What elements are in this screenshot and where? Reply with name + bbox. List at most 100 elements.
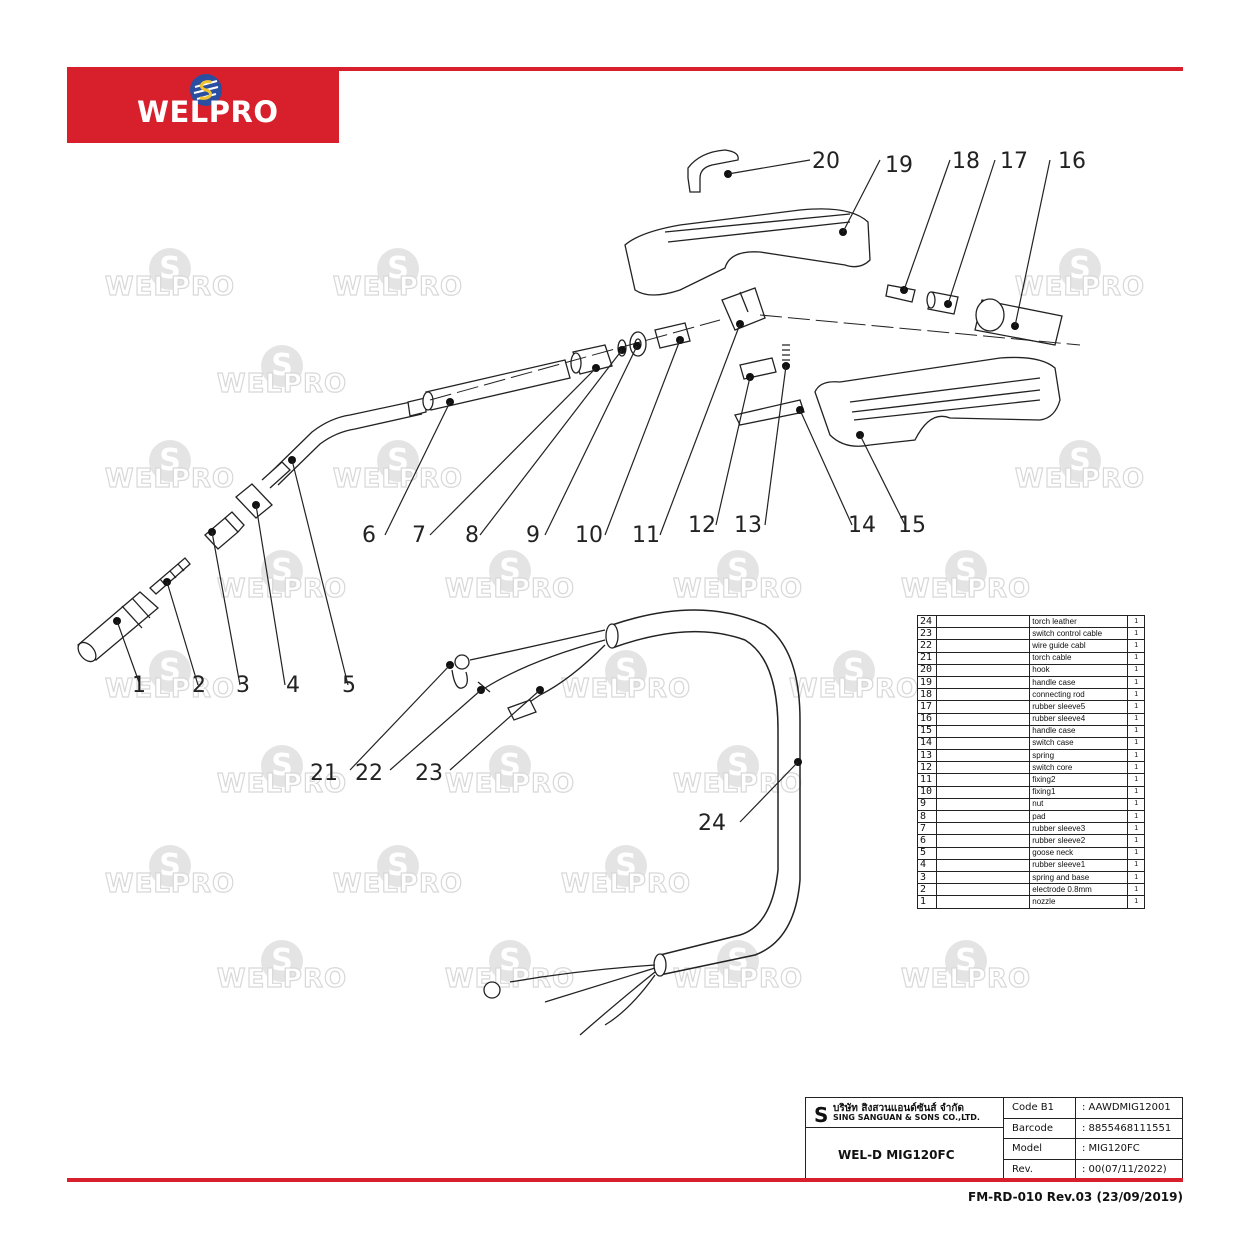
blank-cell [935, 688, 1031, 702]
blank-cell [935, 846, 1031, 860]
callout-4: 4 [286, 673, 300, 698]
field-value: : 00(07/11/2022) [1082, 1163, 1167, 1175]
nozzle-part [76, 591, 159, 663]
switch-case-part [734, 399, 805, 426]
quantity-cell: 1 [1127, 627, 1145, 641]
company-name-english: SING SANGUAN & SONS CO.,LTD. [833, 1113, 980, 1122]
connecting-rod-part [885, 284, 916, 303]
hook-part [687, 149, 739, 193]
quantity-cell: 1 [1127, 822, 1145, 836]
part-number-cell: 3 [917, 870, 937, 885]
part-name-cell: handle case [1029, 724, 1129, 738]
blank-cell [935, 736, 1031, 751]
blank-cell [935, 724, 1031, 738]
callout-3: 3 [236, 673, 250, 698]
part-number-cell: 21 [917, 651, 937, 665]
part-number-cell: 11 [917, 773, 937, 787]
fixing2-part [721, 287, 766, 331]
header-red-bar [67, 67, 1183, 71]
rubber-sleeve4-part [974, 298, 1063, 346]
field-value: : 8855468111551 [1082, 1122, 1172, 1134]
part-name-cell: switch case [1029, 736, 1129, 751]
part-number-cell: 6 [917, 834, 937, 848]
field-row-model: Model : MIG120FC [1004, 1139, 1182, 1160]
field-value: : MIG120FC [1082, 1143, 1140, 1154]
callout-20: 20 [812, 149, 840, 174]
company-s-icon: S [814, 1103, 829, 1127]
part-name-cell: rubber sleeve1 [1029, 858, 1129, 872]
part-number-cell: 23 [917, 627, 937, 641]
callout-9: 9 [526, 523, 540, 548]
field-value: : AAWDMIG12001 [1082, 1102, 1171, 1113]
blank-cell [935, 627, 1031, 641]
cable-assembly [451, 609, 801, 1036]
blank-cell [935, 663, 1031, 677]
blank-cell [935, 700, 1031, 714]
part-number-cell: 18 [917, 688, 937, 702]
field-row-barcode: Barcode : 8855468111551 [1004, 1118, 1182, 1139]
callout-6: 6 [362, 523, 376, 548]
callout-18: 18 [952, 149, 980, 174]
quantity-cell: 1 [1127, 834, 1145, 848]
part-number-cell: 7 [917, 822, 937, 836]
callout-2: 2 [192, 673, 206, 698]
rubber-sleeve3-part [570, 344, 613, 375]
part-name-cell: handle case [1029, 675, 1129, 690]
handle-case-lower-part [814, 356, 1061, 447]
blank-cell [935, 639, 1031, 653]
quantity-cell: 1 [1127, 797, 1145, 812]
blank-cell [935, 749, 1031, 763]
part-name-cell: switch core [1029, 761, 1129, 775]
part-name-cell: pad [1029, 809, 1129, 824]
quantity-cell: 1 [1127, 724, 1145, 738]
part-name-cell: torch leather [1029, 614, 1129, 629]
callout-19: 19 [885, 153, 913, 178]
blank-cell [935, 809, 1031, 824]
part-number-cell: 20 [917, 663, 937, 677]
electrode-part [149, 557, 191, 595]
blank-cell [935, 761, 1031, 775]
callout-17: 17 [1000, 149, 1028, 174]
blank-cell [935, 651, 1031, 665]
brand-name: WELPRO [137, 95, 279, 129]
part-number-cell: 12 [917, 761, 937, 775]
part-name-cell: wire guide cabl [1029, 639, 1129, 653]
part-number-cell: 15 [917, 724, 937, 738]
quantity-cell: 1 [1127, 749, 1145, 763]
part-number-cell: 19 [917, 675, 937, 690]
part-number-cell: 13 [917, 749, 937, 763]
brand-logo: WELPRO [67, 67, 339, 143]
quantity-cell: 1 [1127, 675, 1145, 690]
part-name-cell: electrode 0.8mm [1029, 883, 1129, 897]
part-name-cell: nut [1029, 797, 1129, 812]
blank-cell [935, 858, 1031, 872]
callout-24: 24 [698, 811, 726, 836]
blank-cell [935, 883, 1031, 897]
part-number-cell: 4 [917, 858, 937, 872]
company-info: S บริษัท สิงสวนแอนด์ซันส์ จำกัด SING SAN… [806, 1098, 1004, 1128]
field-key: Rev. [1004, 1159, 1076, 1180]
part-name-cell: connecting rod [1029, 688, 1129, 702]
part-number-cell: 16 [917, 712, 937, 726]
blank-cell [935, 675, 1031, 690]
part-name-cell: rubber sleeve3 [1029, 822, 1129, 836]
callout-7: 7 [412, 523, 426, 548]
model-name: WEL-D MIG120FC [838, 1148, 955, 1162]
part-name-cell: spring [1029, 749, 1129, 763]
part-name-cell: nozzle [1029, 895, 1129, 909]
blank-cell [935, 834, 1031, 848]
callout-16: 16 [1058, 149, 1086, 174]
quantity-cell: 1 [1127, 785, 1145, 799]
